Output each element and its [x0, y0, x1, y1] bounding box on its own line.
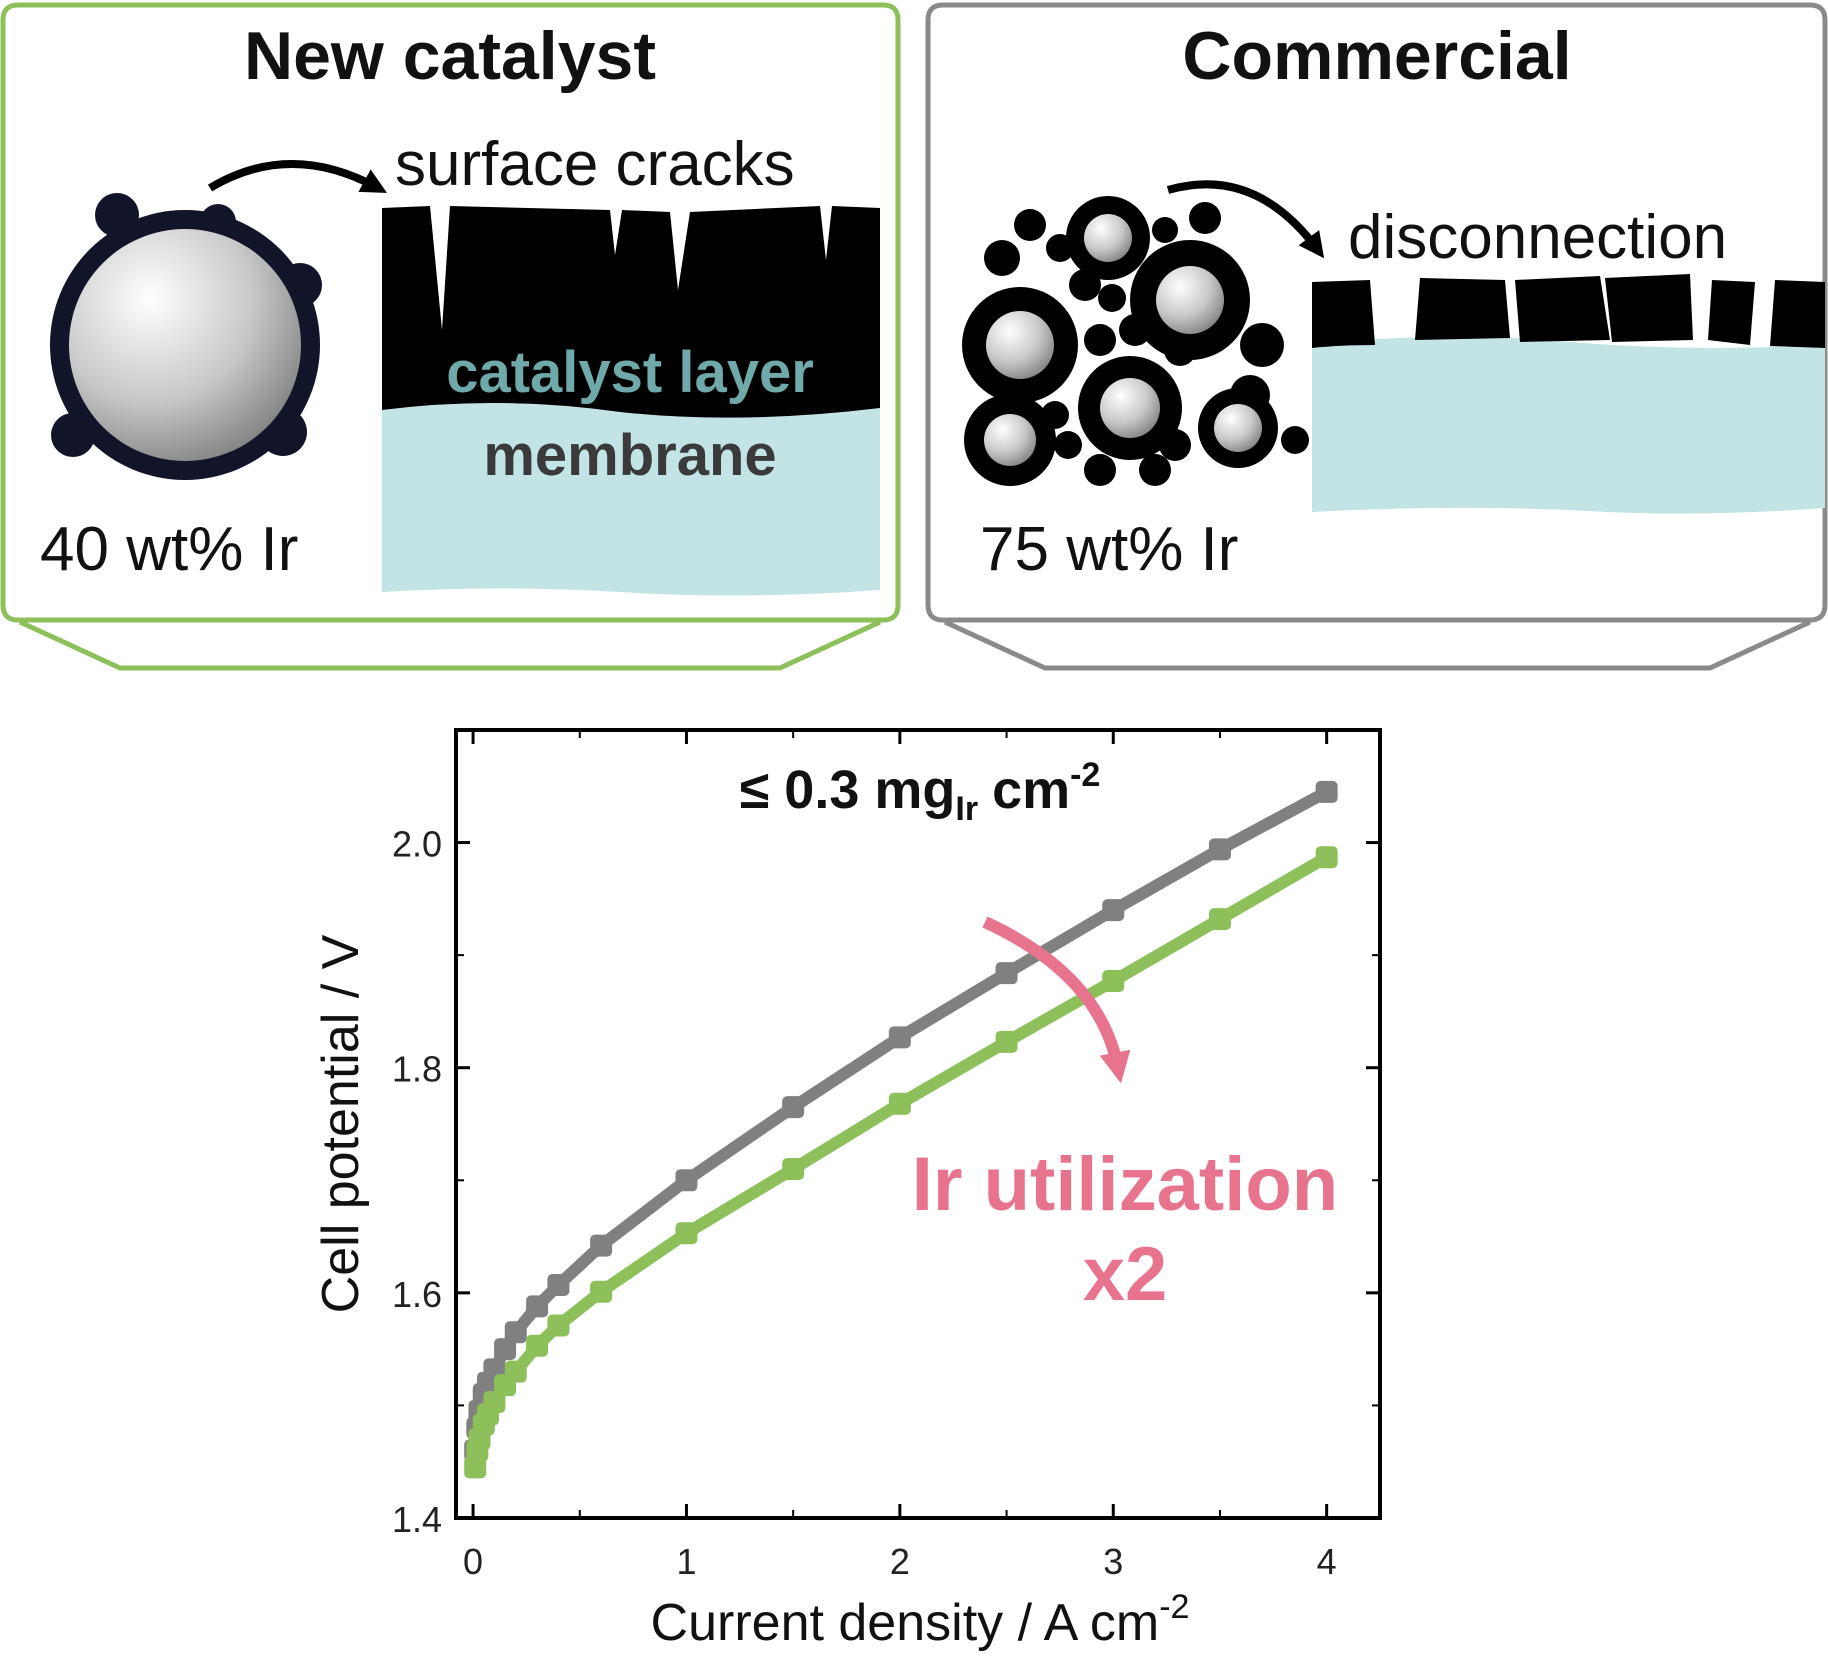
data-point — [483, 1391, 506, 1414]
chart-title-main: ≤ 0.3 mg — [740, 760, 956, 820]
data-point — [526, 1295, 549, 1318]
ir-utilization-label: Ir utilization — [912, 1142, 1338, 1227]
data-point — [464, 1456, 487, 1479]
annotation-surface-cracks: surface cracks — [395, 130, 795, 199]
data-point — [782, 1158, 805, 1181]
x-axis-label: Current density / A cm-2 — [651, 1588, 1190, 1652]
data-point — [1208, 838, 1231, 861]
catalyst-layer-new-catalyst — [382, 206, 880, 418]
panel-title-commercial: Commercial — [1182, 18, 1571, 94]
data-point — [504, 1321, 527, 1344]
data-point — [1208, 908, 1231, 931]
panel-commercial-pointer — [943, 619, 1812, 671]
x-axis-label-text: Current density / A cm — [651, 1594, 1160, 1652]
data-point — [1102, 970, 1125, 993]
panel-commercial: Commercial — [925, 2, 1828, 671]
data-point — [675, 1222, 698, 1245]
series-line-0 — [469, 785, 1333, 1457]
chart-title-sup: -2 — [1070, 756, 1100, 794]
data-point — [1315, 846, 1338, 869]
data-point — [888, 1092, 911, 1115]
y-tick-label: 1.6 — [392, 1274, 442, 1315]
panel-new-catalyst: New catalyst surface cracks catalyst lay… — [0, 2, 901, 671]
data-point — [1315, 780, 1338, 803]
panel-new-catalyst-border — [0, 2, 901, 623]
membrane-new-catalyst — [382, 402, 880, 596]
x-tick-label: 3 — [1103, 1541, 1123, 1582]
series-layer — [464, 780, 1338, 1479]
panel-title-new-catalyst: New catalyst — [244, 18, 656, 94]
data-point — [526, 1334, 549, 1357]
ir-utilization-factor: x2 — [1083, 1232, 1168, 1317]
label-membrane: membrane — [483, 423, 776, 488]
data-point — [782, 1096, 805, 1119]
x-ticks: 0 1 2 3 4 — [463, 730, 1337, 1582]
y-tick-label: 1.4 — [392, 1499, 442, 1540]
y-tick-label: 2.0 — [392, 824, 442, 865]
catalyst-layer-commercial — [1312, 274, 1825, 348]
new-catalyst-particle — [50, 193, 322, 480]
panel-new-catalyst-pointer — [18, 619, 882, 671]
y-axis-label: Cell potential / V — [312, 934, 370, 1313]
y-ticks: 1.4 1.6 1.8 2.0 — [392, 824, 1380, 1540]
arrow-to-surface-cracks — [207, 160, 387, 193]
arrow-to-disconnection — [1166, 180, 1325, 259]
plot-frame — [454, 728, 1382, 1520]
x-tick-label: 4 — [1317, 1541, 1337, 1582]
label-catalyst-layer: catalyst layer — [446, 340, 814, 405]
y-tick-label: 1.8 — [392, 1049, 442, 1090]
membrane-commercial — [1312, 336, 1825, 514]
loading-commercial: 75 wt% Ir — [980, 515, 1238, 584]
x-tick-label: 2 — [890, 1541, 910, 1582]
chart-title-unit: cm — [992, 760, 1070, 820]
data-point — [888, 1026, 911, 1049]
data-point — [1102, 899, 1125, 922]
data-point — [590, 1234, 613, 1257]
chart-title-sub: Ir — [955, 790, 978, 828]
data-point — [504, 1360, 527, 1383]
ir-utilization-arrow — [982, 916, 1131, 1084]
loading-new-catalyst: 40 wt% Ir — [40, 515, 298, 584]
data-point — [494, 1338, 517, 1361]
commercial-particle-cluster — [962, 196, 1309, 486]
panel-commercial-border — [925, 2, 1828, 623]
x-tick-label: 0 — [463, 1541, 483, 1582]
data-point — [995, 962, 1018, 985]
data-point — [995, 1030, 1018, 1053]
data-point — [547, 1273, 570, 1296]
data-point — [590, 1280, 613, 1303]
x-tick-label: 1 — [676, 1541, 696, 1582]
x-axis-label-sup: -2 — [1159, 1588, 1189, 1626]
data-point — [547, 1314, 570, 1337]
annotation-disconnection: disconnection — [1348, 203, 1727, 272]
data-point — [675, 1169, 698, 1192]
